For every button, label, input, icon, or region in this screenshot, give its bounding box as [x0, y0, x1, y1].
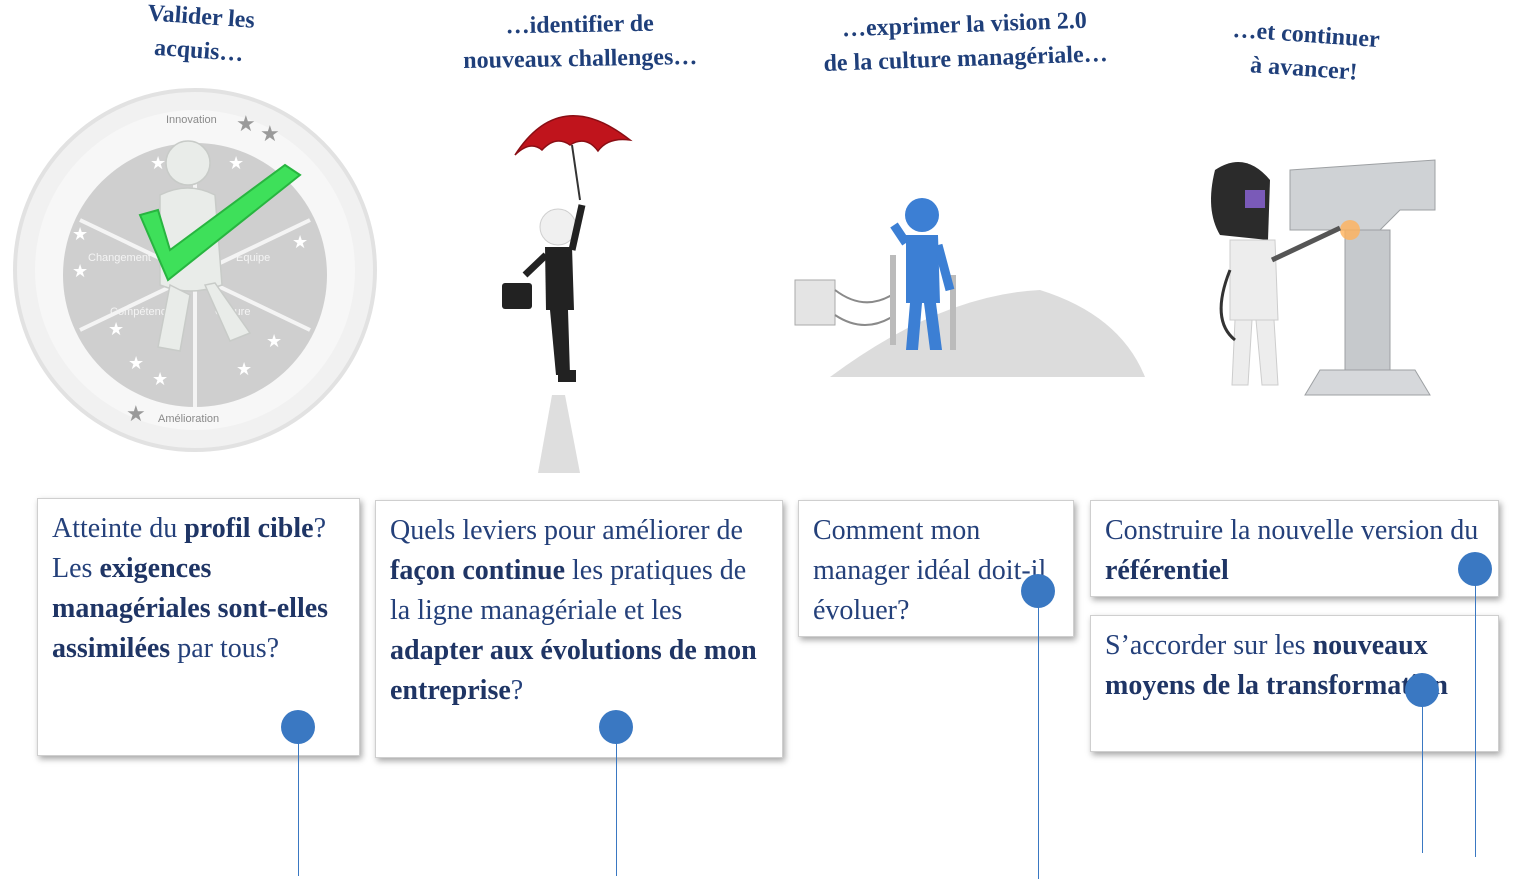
box-text: S’accorder sur les [1105, 630, 1313, 661]
connector-line [1475, 570, 1476, 857]
connector-line [298, 728, 299, 876]
svg-text:★: ★ [266, 331, 282, 351]
svg-text:★: ★ [292, 232, 308, 252]
svg-text:★: ★ [72, 261, 88, 281]
heading-identifier: …identifier de nouveaux challenges… [429, 5, 730, 78]
svg-text:★: ★ [260, 121, 280, 146]
svg-text:★: ★ [72, 224, 88, 244]
box-bold-text: exigences managériales sont-elles assimi… [52, 553, 329, 664]
heading-continuer: …et continuer à avancer! [1203, 11, 1407, 93]
box-bold-text: référentiel [1105, 555, 1229, 586]
heading-valider: Valider les acquis… [118, 0, 282, 73]
heading-line: …identifier de [505, 10, 655, 40]
svg-text:★: ★ [152, 369, 168, 389]
welder-figure [1211, 159, 1436, 396]
blue-figure-bridge [794, 198, 1145, 377]
svg-text:★: ★ [150, 153, 166, 173]
connector-dot [281, 710, 315, 744]
box-bold-text: nouveaux moyens de la transformation [1105, 630, 1448, 701]
connector-dot [1021, 574, 1055, 608]
wheel-label-amelioration: Amélioration [158, 413, 219, 425]
box-text: Comment mon manager idéal doit-il évolue… [813, 515, 1047, 626]
box-text: Les [52, 553, 100, 584]
text-box-leviers: Quels leviers pour améliorer de façon co… [375, 500, 783, 758]
box-bold-text: adapter aux évolutions de mon entreprise [390, 635, 757, 706]
box-bold-text: profil cible [184, 513, 314, 544]
connector-dot [1458, 552, 1492, 586]
svg-text:★: ★ [228, 153, 244, 173]
connector-line [616, 728, 617, 876]
box-text: Atteinte du [52, 513, 185, 544]
box-text: ? [313, 513, 327, 544]
box-bold-text: façon continue [390, 555, 565, 586]
svg-text:★: ★ [128, 353, 144, 373]
text-box-manager-ideal: Comment mon manager idéal doit-il évolue… [798, 500, 1074, 637]
box-text: les pratiques de la ligne managériale et… [390, 555, 747, 626]
box-text: Quels leviers pour améliorer de [390, 515, 743, 546]
svg-text:★: ★ [108, 319, 124, 339]
text-box-profil-cible: Atteinte du profil cible? Les exigences … [37, 498, 360, 756]
svg-text:★: ★ [236, 111, 256, 136]
connector-line [1038, 592, 1039, 879]
wheel-label-innovation: Innovation [166, 114, 217, 126]
connector-dot [599, 710, 633, 744]
heading-exprimer: …exprimer la vision 2.0 de la culture ma… [789, 2, 1141, 82]
box-text: Construire la nouvelle version du [1105, 515, 1479, 546]
wheel-label-equipe: Equipe [236, 252, 270, 264]
wheel-label-competence: Compétence [110, 306, 172, 318]
box-text: ? [510, 675, 524, 706]
wheel-checkmark-figure: ★★ ★★ ★★ ★★ ★★ ★★★ Innovation Changement… [13, 88, 377, 452]
tightrope-umbrella-figure [502, 115, 633, 473]
connector-dot [1405, 673, 1439, 707]
wheel-label-changement: Changement [88, 252, 151, 264]
svg-text:★: ★ [126, 401, 146, 426]
connector-line [1422, 691, 1423, 853]
box-text: par tous? [170, 633, 280, 664]
heading-line: nouveaux challenges… [463, 43, 698, 75]
text-box-referentiel: Construire la nouvelle version du référe… [1090, 500, 1499, 597]
svg-text:★: ★ [236, 359, 252, 379]
